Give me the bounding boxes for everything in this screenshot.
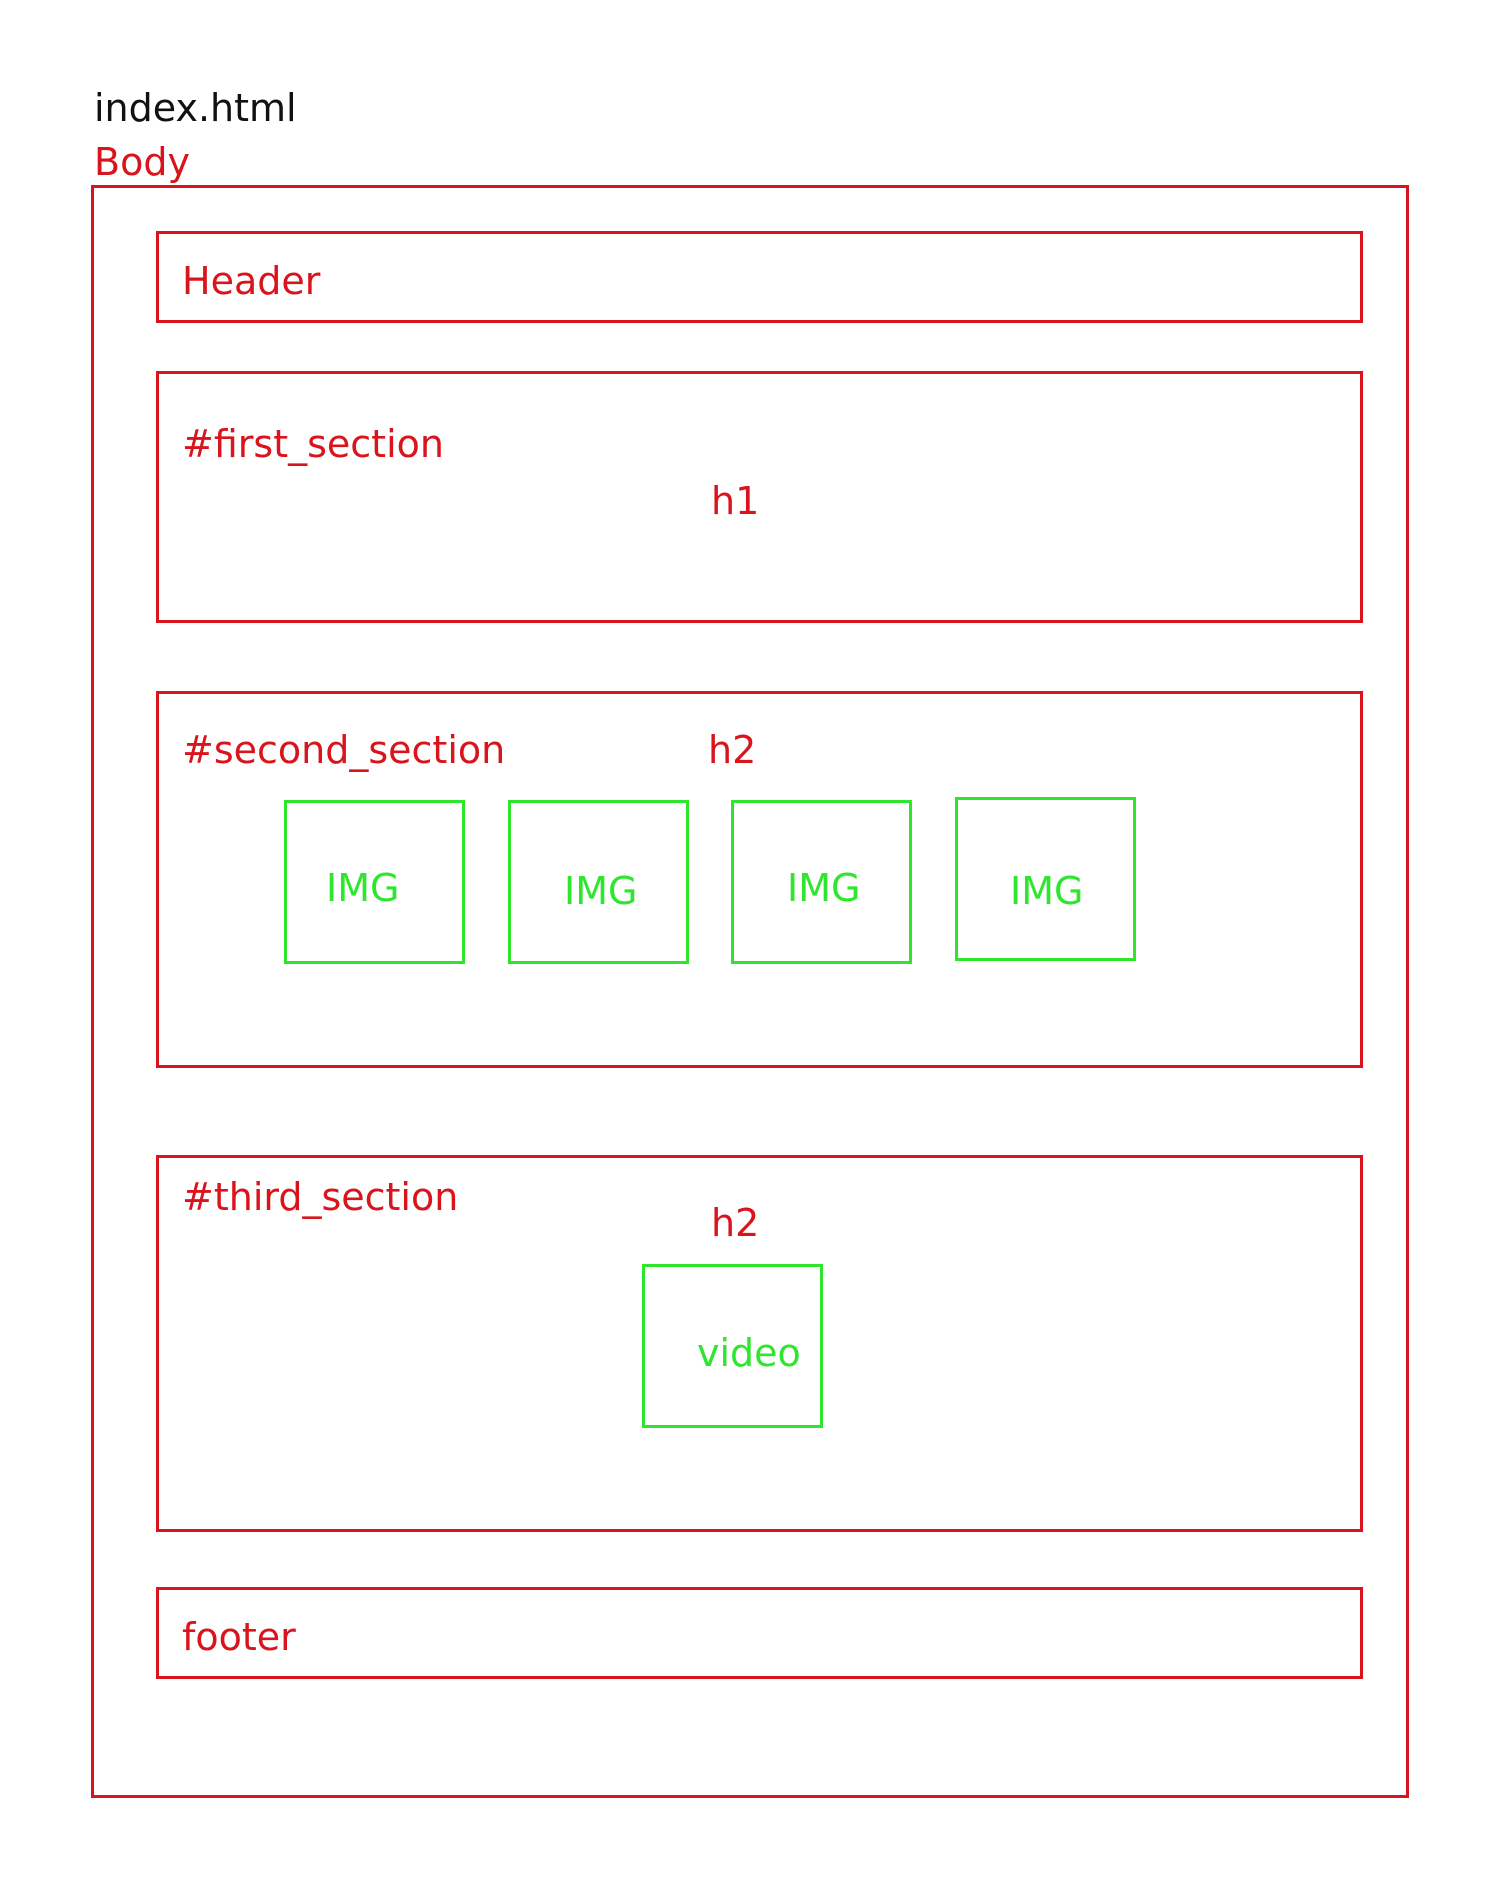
second-section-label: #second_section — [182, 728, 506, 772]
video-label: video — [697, 1331, 801, 1375]
image-placeholder-4: IMG — [955, 797, 1136, 961]
second-section-block — [156, 691, 1363, 1068]
image-label-1: IMG — [326, 866, 400, 910]
body-container — [91, 185, 1409, 1798]
third-section-heading: h2 — [711, 1201, 760, 1245]
image-label-3: IMG — [787, 866, 861, 910]
image-placeholder-2: IMG — [508, 800, 689, 964]
first-section-label: #first_section — [182, 422, 444, 466]
third-section-label: #third_section — [182, 1175, 459, 1219]
file-title: index.html — [94, 86, 297, 130]
body-label: Body — [94, 140, 190, 184]
header-label: Header — [182, 259, 321, 303]
header-block — [156, 231, 1363, 323]
first-section-block — [156, 371, 1363, 623]
second-section-heading: h2 — [708, 728, 757, 772]
third-section-block — [156, 1155, 1363, 1532]
first-section-heading: h1 — [711, 479, 760, 523]
video-placeholder: video — [642, 1264, 823, 1428]
image-placeholder-1: IMG — [284, 800, 465, 964]
footer-block — [156, 1587, 1363, 1679]
image-label-4: IMG — [1010, 869, 1084, 913]
image-label-2: IMG — [564, 869, 638, 913]
image-placeholder-3: IMG — [731, 800, 912, 964]
footer-label: footer — [182, 1615, 296, 1659]
